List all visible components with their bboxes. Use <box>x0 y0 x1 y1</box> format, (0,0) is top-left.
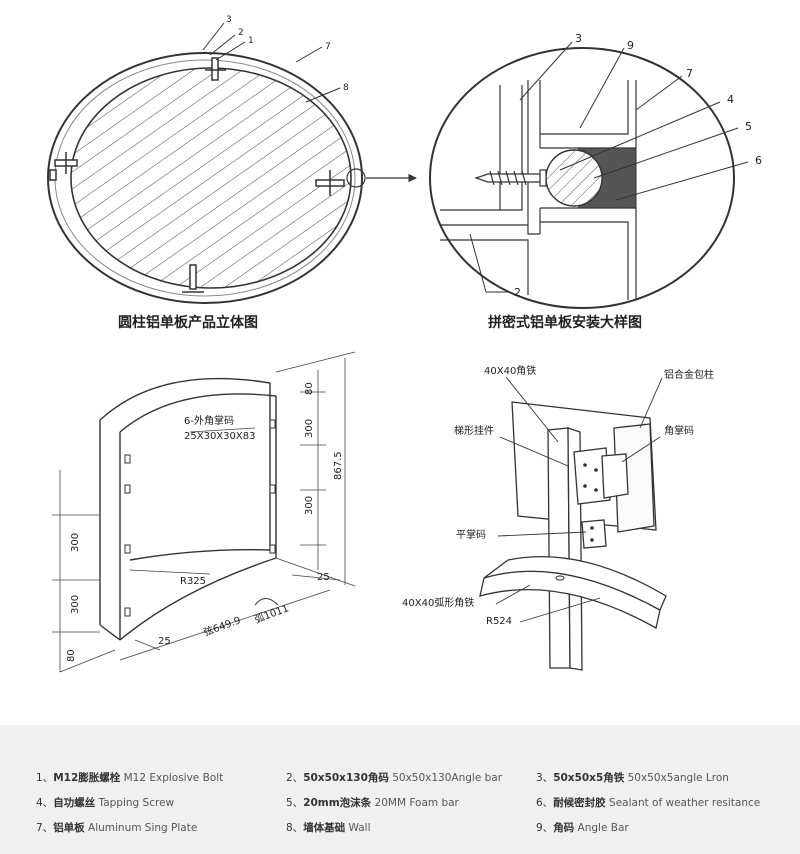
dim-300-left-b: 300 <box>70 595 81 614</box>
dim-chord: 弦649.9 <box>202 613 243 638</box>
label-arc-angle-iron: 40X40弧形角铁 <box>402 596 474 609</box>
label-flat-code: 平掌码 <box>456 529 486 541</box>
callout-9-detail: 9 <box>627 39 634 52</box>
label-r524: R524 <box>486 616 512 627</box>
corner-code-size: 25X30X30X83 <box>184 431 255 442</box>
curved-panel-view: 6-外角掌码 25X30X30X83 80 300 300 867.5 300 … <box>52 351 356 673</box>
label-column: 铝合金包柱 <box>664 368 714 381</box>
wall-core-hatched <box>70 67 352 289</box>
callout-7-detail: 7 <box>686 67 693 80</box>
framing-view: 40X40角铁 铝合金包柱 梯形挂件 角掌码 平掌码 40X40弧形角铁 R52… <box>402 364 714 671</box>
legend-item-1: 1、M12膨胀螺栓 M12 Explosive Bolt <box>36 772 224 784</box>
label-trapezoid-piece: 梯形挂件 <box>454 424 494 437</box>
legend-item-7: 7、铝单板 Aluminum Sing Plate <box>36 822 198 834</box>
legend-row: 4、自功螺丝 Tapping Screw 5、20mm泡沫条 20MM Foam… <box>36 790 800 815</box>
legend-item-8: 8、墙体基础 Wall <box>286 822 371 834</box>
caption-detail-view: 拼密式铝单板安装大样图 <box>488 314 642 331</box>
callout-7-topleft: 7 <box>325 42 331 52</box>
legend-item-5: 5、20mm泡沫条 20MM Foam bar <box>286 797 459 809</box>
legend-row: 1、M12膨胀螺栓 M12 Explosive Bolt 2、50x50x130… <box>36 765 800 790</box>
column-plan-view: 3 2 1 7 8 圆柱铝单板产品立体图 <box>47 15 366 331</box>
dim-300-right-a: 300 <box>304 419 315 438</box>
dim-25-right: 25 <box>317 572 330 583</box>
corner-code-label: 6-外角掌码 <box>184 415 234 427</box>
dim-arc: 弧1011 <box>253 601 291 625</box>
callout-5-detail: 5 <box>745 120 752 133</box>
callout-1-topleft: 1 <box>248 36 254 46</box>
callout-4-detail: 4 <box>727 93 734 106</box>
parts-legend: 1、M12膨胀螺栓 M12 Explosive Bolt 2、50x50x130… <box>0 725 800 854</box>
dim-80-bottom: 80 <box>66 649 77 662</box>
callout-3-detail: 3 <box>575 32 582 45</box>
callout-2-detail: 2 <box>514 286 521 299</box>
dim-80-top: 80 <box>304 382 315 395</box>
dim-300-right-b: 300 <box>304 496 315 515</box>
caption-plan-view: 圆柱铝单板产品立体图 <box>118 314 258 331</box>
installation-drawing: 3 2 1 7 8 圆柱铝单板产品立体图 <box>47 15 762 673</box>
legend-row: 7、铝单板 Aluminum Sing Plate 8、墙体基础 Wall 9、… <box>36 815 800 840</box>
dim-867-5: 867.5 <box>333 451 344 480</box>
callout-3-topleft: 3 <box>226 15 232 25</box>
joint-detail-view: 3 9 7 4 5 6 2 拼密式铝单板安装大样图 <box>429 32 762 331</box>
foam-bar <box>545 149 603 207</box>
callout-8-topleft: 8 <box>343 83 349 93</box>
dim-300-left-a: 300 <box>70 533 81 552</box>
legend-item-2: 2、50x50x130角码 50x50x130Angle bar <box>286 772 503 784</box>
legend-item-4: 4、自功螺丝 Tapping Screw <box>36 797 175 809</box>
dim-r325: R325 <box>180 576 206 587</box>
label-angle-iron: 40X40角铁 <box>484 364 536 377</box>
legend-item-9: 9、角码 Angle Bar <box>536 822 629 834</box>
legend-item-3: 3、50x50x5角铁 50x50x5angle Lron <box>536 772 729 784</box>
label-angle-code: 角掌码 <box>664 425 694 437</box>
callout-6-detail: 6 <box>755 154 762 167</box>
dim-25-bottom: 25 <box>158 636 171 647</box>
tapping-screw <box>474 169 547 187</box>
callout-2-topleft: 2 <box>238 28 244 38</box>
legend-item-6: 6、耐候密封胶 Sealant of weather resitance <box>536 797 761 809</box>
